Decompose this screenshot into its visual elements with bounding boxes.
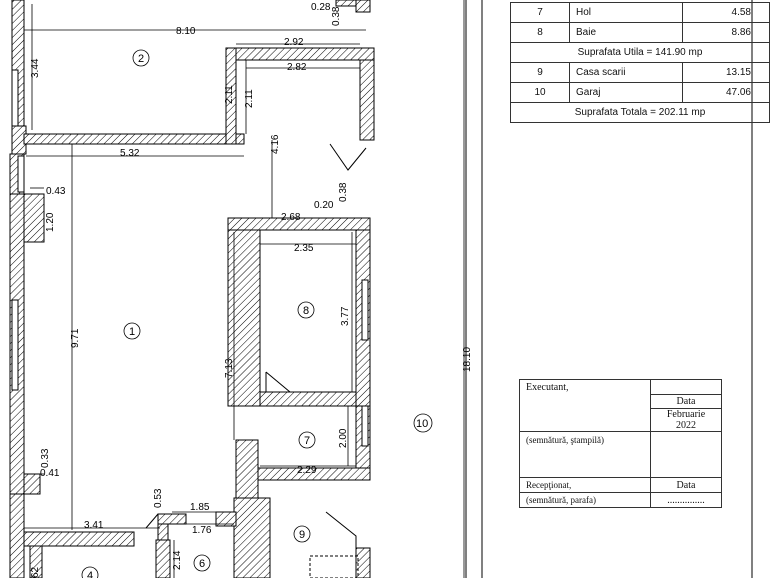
room-markers bbox=[81, 49, 433, 578]
executant-label: Executant, bbox=[519, 379, 651, 395]
room-num-cell: 7 bbox=[510, 2, 570, 23]
useful-area-total: Suprafata Utila = 141.90 mp bbox=[510, 42, 770, 63]
room-area-cell: 4.58 bbox=[682, 2, 770, 23]
dim-0-41: 0.41 bbox=[40, 468, 60, 479]
room-name-cell: Garaj bbox=[569, 82, 683, 103]
room-number-1: 1 bbox=[129, 326, 135, 338]
dim-3-44: 3.44 bbox=[30, 58, 41, 78]
useful-area-row: Suprafata Utila = 141.90 mp bbox=[510, 42, 770, 63]
dim-2-82: 2.82 bbox=[287, 62, 307, 73]
dim-1-20: 1.20 bbox=[45, 212, 56, 232]
dots-value: ............... bbox=[650, 492, 722, 508]
room-area-cell: 8.86 bbox=[682, 22, 770, 43]
dimension-lines bbox=[24, 0, 465, 578]
room-number-9: 9 bbox=[299, 529, 305, 541]
dim-2-35: 2.35 bbox=[294, 243, 314, 254]
dim-9-71: 9.71 bbox=[70, 328, 81, 348]
room-number-6: 6 bbox=[199, 558, 205, 570]
room-marker-1 bbox=[123, 322, 141, 340]
room-marker-4 bbox=[81, 566, 99, 578]
dim-18-10: 18.10 bbox=[462, 347, 473, 372]
room-number-8: 8 bbox=[303, 305, 309, 317]
room-name-cell: Baie bbox=[569, 22, 683, 43]
walls bbox=[9, 0, 375, 578]
dim-2-14: 2.14 bbox=[172, 550, 183, 570]
dim-0-28: 0.28 bbox=[311, 2, 331, 13]
room-marker-9 bbox=[293, 525, 311, 543]
dim-2-11-b: 2.11 bbox=[244, 89, 255, 108]
dim-8-10: 8.10 bbox=[176, 26, 196, 37]
room-number-2: 2 bbox=[138, 53, 144, 65]
dim-2-92: 2.92 bbox=[284, 37, 304, 48]
dimension-labels: 8.10 0.28 0.38 3.44 2.92 2.82 2.11 2.11 … bbox=[30, 2, 473, 578]
table-row: 10 Garaj 47.06 bbox=[510, 82, 770, 103]
room-num-cell: 8 bbox=[510, 22, 570, 43]
table-row: 8 Baie 8.86 bbox=[510, 22, 770, 43]
dim-2-29: 2.29 bbox=[297, 465, 317, 476]
dim-0-38-mid: 0.38 bbox=[338, 182, 349, 202]
sign-parafa-label: (semnătură, parafa) bbox=[519, 492, 651, 508]
dim-1-85: 1.85 bbox=[190, 502, 210, 513]
signature-block: Executant, Data Februarie 2022 (semnătur… bbox=[519, 379, 722, 508]
room-marker-8 bbox=[297, 301, 315, 319]
room-name-cell: Hol bbox=[569, 2, 683, 23]
dim-3-41: 3.41 bbox=[84, 520, 104, 531]
dim-2-11-a: 2.11 bbox=[224, 85, 235, 104]
dim-1-76: 1.76 bbox=[192, 525, 212, 536]
windows bbox=[11, 69, 369, 447]
dim-5-32: 5.32 bbox=[120, 148, 140, 159]
dim-0-20: 0.20 bbox=[314, 200, 334, 211]
room-name-cell: Casa scarii bbox=[569, 62, 683, 83]
room-numbers: 2 1 8 7 10 9 6 4 bbox=[87, 53, 428, 578]
receptionat-label: Recepţionat, bbox=[519, 477, 651, 493]
date-value: Februarie 2022 bbox=[650, 408, 722, 432]
dim-2-00: 2.00 bbox=[338, 428, 349, 448]
dim-2-68: 2.68 bbox=[281, 212, 301, 223]
dim-0-38-top: 0.38 bbox=[331, 6, 342, 26]
empty-cell bbox=[519, 394, 651, 409]
room-marker-2 bbox=[132, 49, 150, 67]
room-marker-7 bbox=[298, 431, 316, 449]
dim-4-16: 4.16 bbox=[270, 134, 281, 154]
table-row: 9 Casa scarii 13.15 bbox=[510, 62, 770, 83]
dim-0-43: 0.43 bbox=[46, 186, 66, 197]
room-num-cell: 9 bbox=[510, 62, 570, 83]
dim-0-33: 0.33 bbox=[40, 448, 51, 468]
dim-3-77: 3.77 bbox=[340, 306, 351, 326]
empty-cell bbox=[519, 408, 651, 432]
stairs bbox=[309, 555, 359, 578]
room-area-cell: 13.15 bbox=[682, 62, 770, 83]
dim-0-53: 0.53 bbox=[153, 488, 164, 508]
dim-7-13: 7.13 bbox=[224, 358, 235, 378]
total-area-row: Suprafata Totala = 202.11 mp bbox=[510, 102, 770, 123]
doors bbox=[145, 143, 367, 548]
room-number-10: 10 bbox=[416, 418, 428, 430]
data-label: Data bbox=[650, 394, 722, 409]
room-marker-10 bbox=[413, 413, 433, 433]
dim-62: 62 bbox=[30, 566, 41, 578]
room-marker-6 bbox=[193, 554, 211, 572]
sign-stamp-label: (semnătură, ştampilă) bbox=[519, 431, 651, 478]
empty-cell bbox=[650, 379, 722, 395]
total-area: Suprafata Totala = 202.11 mp bbox=[510, 102, 770, 123]
table-row: 7 Hol 4.58 bbox=[510, 2, 770, 23]
room-number-7: 7 bbox=[304, 435, 310, 447]
area-table: 7 Hol 4.58 8 Baie 8.86 Suprafata Utila =… bbox=[510, 2, 770, 123]
data-label-2: Data bbox=[650, 477, 722, 493]
room-number-4: 4 bbox=[87, 570, 93, 578]
room-num-cell: 10 bbox=[510, 82, 570, 103]
room-area-cell: 47.06 bbox=[682, 82, 770, 103]
empty-cell bbox=[650, 431, 722, 478]
